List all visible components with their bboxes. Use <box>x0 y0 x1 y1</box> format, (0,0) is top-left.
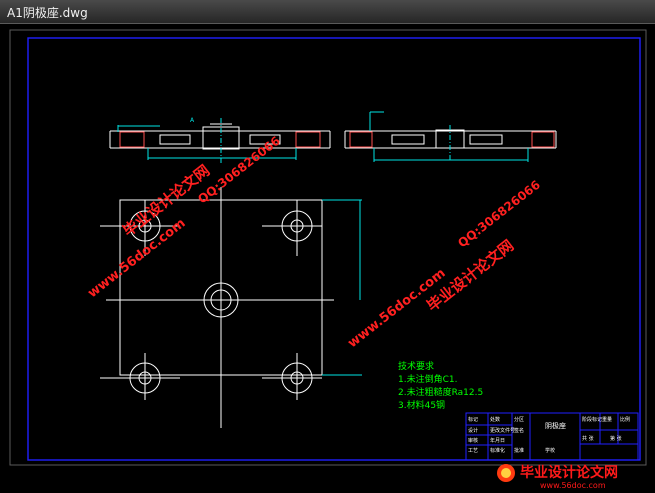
outer-border <box>9 29 647 466</box>
notes-line: 3.材料45钢 <box>398 399 445 411</box>
center-bore <box>203 282 239 318</box>
technical-notes: 技术要求 1.未注倒角C1. 2.未注粗糙度Ra12.5 3.材料45钢 <box>398 360 483 411</box>
logo-name: 毕业设计论文网 <box>520 464 618 481</box>
tb-cell: 审核 <box>468 437 478 444</box>
part-name: 阴极座 <box>545 421 566 430</box>
title-block-text: 标记 处数 分区 设计 更改文件号 签名 审核 年月日 工艺 标准化 批准 阴极… <box>468 416 630 454</box>
tb-cell: 年月日 <box>490 437 505 444</box>
site-logo: 毕业设计论文网 www.56doc.com <box>497 464 618 490</box>
notes-line: 2.未注粗糙度Ra12.5 <box>398 386 483 398</box>
watermark-qq: QQ:306826066 <box>455 178 543 251</box>
title-block <box>465 412 639 461</box>
svg-text:A: A <box>190 117 195 124</box>
bolt-hole-bottom-left <box>129 362 161 394</box>
inner-border <box>27 37 641 461</box>
logo-url: www.56doc.com <box>540 481 606 490</box>
bolt-hole-top-left <box>129 210 161 242</box>
bolt-hole-bottom-right <box>281 362 313 394</box>
drawing-canvas[interactable]: A <box>0 24 655 493</box>
tb-cell: 标准化 <box>490 447 505 454</box>
school-label: 学校 <box>545 447 555 454</box>
section-view-right <box>344 111 557 162</box>
tb-cell: 设计 <box>468 427 478 434</box>
section-view-left: A <box>109 117 331 165</box>
plan-view <box>100 187 362 428</box>
tb-cell: 比例 <box>620 416 630 423</box>
tb-cell: 阶段标记 <box>582 416 602 423</box>
tb-cell: 第 张 <box>610 435 622 442</box>
tb-cell: 处数 <box>490 416 500 423</box>
tb-cell: 共 张 <box>582 435 594 442</box>
tb-cell: 标记 <box>468 416 478 423</box>
notes-heading: 技术要求 <box>398 360 434 372</box>
tb-cell: 重量 <box>602 416 612 423</box>
watermark-group: 毕业设计论文网 QQ:306826066 www.56doc.com QQ:30… <box>85 134 543 352</box>
tb-cell: 更改文件号 <box>490 427 515 434</box>
tb-cell: 签名 <box>514 427 524 434</box>
tb-cell: 批准 <box>514 447 524 454</box>
cad-drawing: A <box>9 29 647 490</box>
window-title: A1阴极座.dwg <box>7 6 88 20</box>
title-bar: A1阴极座.dwg <box>0 0 655 24</box>
bolt-hole-top-right <box>281 210 313 242</box>
tb-cell: 分区 <box>514 416 524 423</box>
notes-line: 1.未注倒角C1. <box>398 373 457 385</box>
tb-cell: 工艺 <box>468 448 478 454</box>
